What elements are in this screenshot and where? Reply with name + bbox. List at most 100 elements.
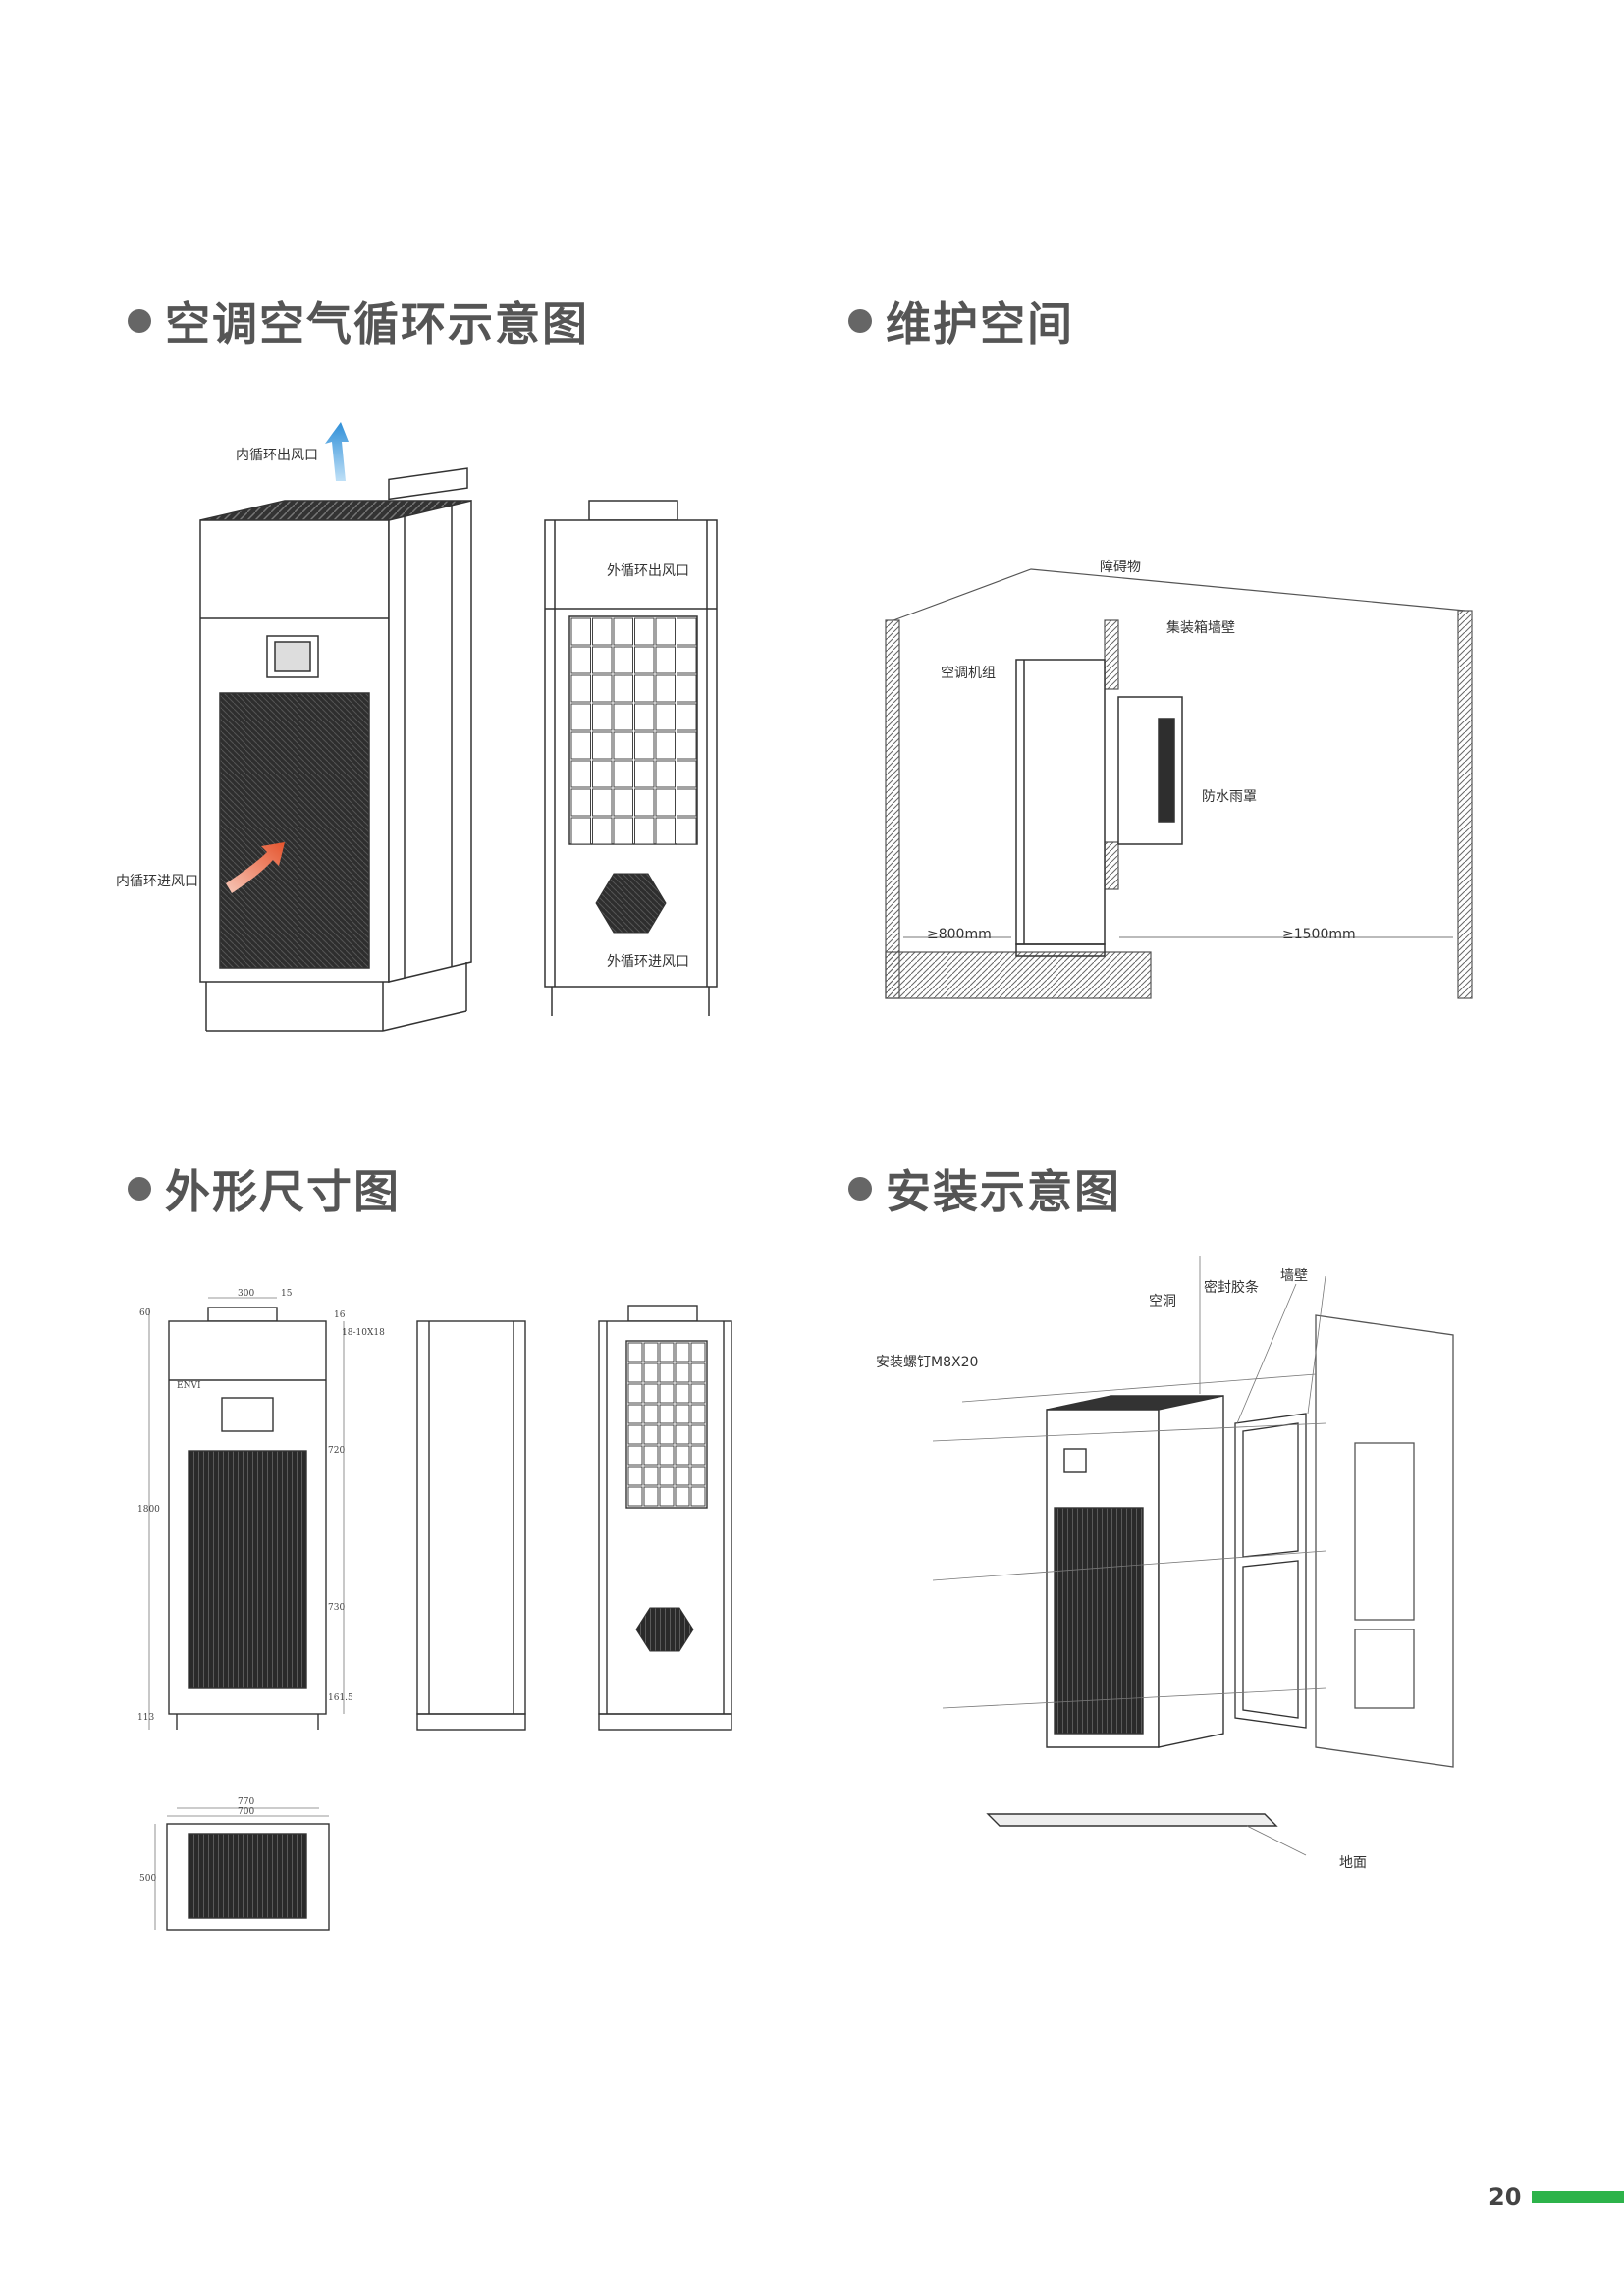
bullet-dot <box>848 309 872 333</box>
filter-cell <box>570 817 591 845</box>
filter-cell <box>655 617 676 646</box>
section-title-maintenance: 维护空间 <box>848 289 1074 353</box>
filter-cell <box>675 1466 690 1486</box>
filter-cell <box>659 1362 675 1383</box>
filter-cell <box>627 1466 643 1486</box>
front-unit <box>199 467 472 1032</box>
label-wall: 墙壁 <box>1280 1268 1308 1284</box>
filter-cell <box>655 674 676 703</box>
filter-cell <box>655 817 676 845</box>
label-inner-inlet: 内循环进风口 <box>116 874 198 889</box>
filter-cell <box>643 1445 659 1466</box>
page-accent-bar <box>1532 2191 1624 2203</box>
filter-cell <box>627 1342 643 1362</box>
filter-cell <box>634 760 655 788</box>
filter-cell <box>634 788 655 817</box>
dimension-lines <box>148 1297 345 1730</box>
section-title-installation: 安装示意图 <box>848 1156 1121 1221</box>
bullet-dot <box>848 1177 872 1201</box>
dim-hole-spec: 18-10X18 <box>342 1328 385 1338</box>
plan-view <box>154 1807 330 1931</box>
label-front-clearance: ≥800mm <box>927 927 992 942</box>
filter-cell <box>570 731 591 760</box>
filter-cell <box>690 1424 706 1445</box>
filter-cell <box>655 703 676 731</box>
filter-cell <box>613 674 633 703</box>
fan-hex-icon <box>595 873 667 934</box>
filter-cell <box>592 788 613 817</box>
installation-drawing: 墙壁 密封胶条 空洞 安装螺钉M8X20 地面 <box>876 1256 1454 1871</box>
filter-cell <box>570 788 591 817</box>
label-wall-hole: 空洞 <box>1149 1294 1176 1309</box>
dim-top-width: 300 <box>238 1289 254 1299</box>
label-outer-inlet: 外循环进风口 <box>607 954 689 970</box>
filter-cell <box>659 1383 675 1404</box>
filter-cell <box>675 1362 690 1383</box>
dim-bottom-gap: 161.5 <box>328 1693 353 1703</box>
section-title-dimensions: 外形尺寸图 <box>128 1156 401 1221</box>
filter-cell <box>655 788 676 817</box>
filter-cell <box>643 1486 659 1507</box>
air-circulation-drawing: 内循环出风口 内循环进风口 外循环出风口 外循环进风口 <box>116 422 718 1032</box>
filter-cell <box>643 1342 659 1362</box>
dim-top-offset: 15 <box>281 1289 293 1299</box>
filter-cell <box>677 817 697 845</box>
dimension-drawing: 300 15 60 16 18-10X18 720 1800 730 113 1… <box>137 1289 732 1931</box>
dim-base-height: 113 <box>137 1713 154 1723</box>
fan-hex-icon <box>635 1607 694 1652</box>
filter-cell <box>627 1486 643 1507</box>
filter-cell <box>675 1486 690 1507</box>
dim-upper-height: 720 <box>328 1446 345 1456</box>
sealing-frame <box>1234 1413 1307 1729</box>
filter-cell <box>659 1342 675 1362</box>
label-rain-cover: 防水雨罩 <box>1202 789 1257 805</box>
filter-cell <box>659 1486 675 1507</box>
filter-cell <box>627 1445 643 1466</box>
filter-cell <box>643 1404 659 1424</box>
filter-cell <box>634 617 655 646</box>
filter-cell <box>592 646 613 674</box>
filter-cell <box>570 760 591 788</box>
filter-cell <box>592 760 613 788</box>
label-outer-outlet: 外循环出风口 <box>607 563 689 579</box>
filter-cell <box>634 674 655 703</box>
filter-cell <box>592 731 613 760</box>
filter-cell <box>677 703 697 731</box>
bullet-dot <box>128 309 151 333</box>
filter-cell <box>675 1445 690 1466</box>
dim-top-height: 60 <box>139 1308 151 1318</box>
filter-cell <box>675 1342 690 1362</box>
filter-cell <box>677 617 697 646</box>
filter-cell <box>592 703 613 731</box>
filter-cell <box>675 1424 690 1445</box>
filter-cell <box>655 731 676 760</box>
install-unit <box>986 1395 1278 1827</box>
page-number: 20 <box>1489 2183 1522 2211</box>
filter-cell <box>634 731 655 760</box>
label-ac-unit: 空调机组 <box>941 666 996 681</box>
filter-cell <box>570 617 591 646</box>
section-title-text: 外形尺寸图 <box>165 1165 401 1218</box>
label-floor: 地面 <box>1339 1855 1367 1871</box>
dim-plan-depth: 500 <box>139 1874 156 1884</box>
front-elevation <box>168 1307 327 1730</box>
room-walls <box>885 568 1473 999</box>
filter-cell <box>613 788 633 817</box>
dim-total-height: 1800 <box>137 1505 160 1515</box>
section-title-text: 安装示意图 <box>886 1165 1121 1218</box>
filter-cell <box>690 1445 706 1466</box>
filter-cell <box>627 1424 643 1445</box>
filter-cell <box>677 646 697 674</box>
filter-cell <box>690 1342 706 1362</box>
bullet-dot <box>128 1177 151 1201</box>
filter-cell <box>690 1486 706 1507</box>
air-outlet-arrow-icon <box>325 422 349 481</box>
filter-cell <box>613 703 633 731</box>
dim-lower-height: 730 <box>328 1603 345 1613</box>
filter-cell <box>613 760 633 788</box>
filter-cell <box>613 646 633 674</box>
filter-cell <box>570 646 591 674</box>
label-inner-outlet: 内循环出风口 <box>236 448 318 463</box>
filter-cell <box>690 1404 706 1424</box>
filter-cell <box>643 1383 659 1404</box>
